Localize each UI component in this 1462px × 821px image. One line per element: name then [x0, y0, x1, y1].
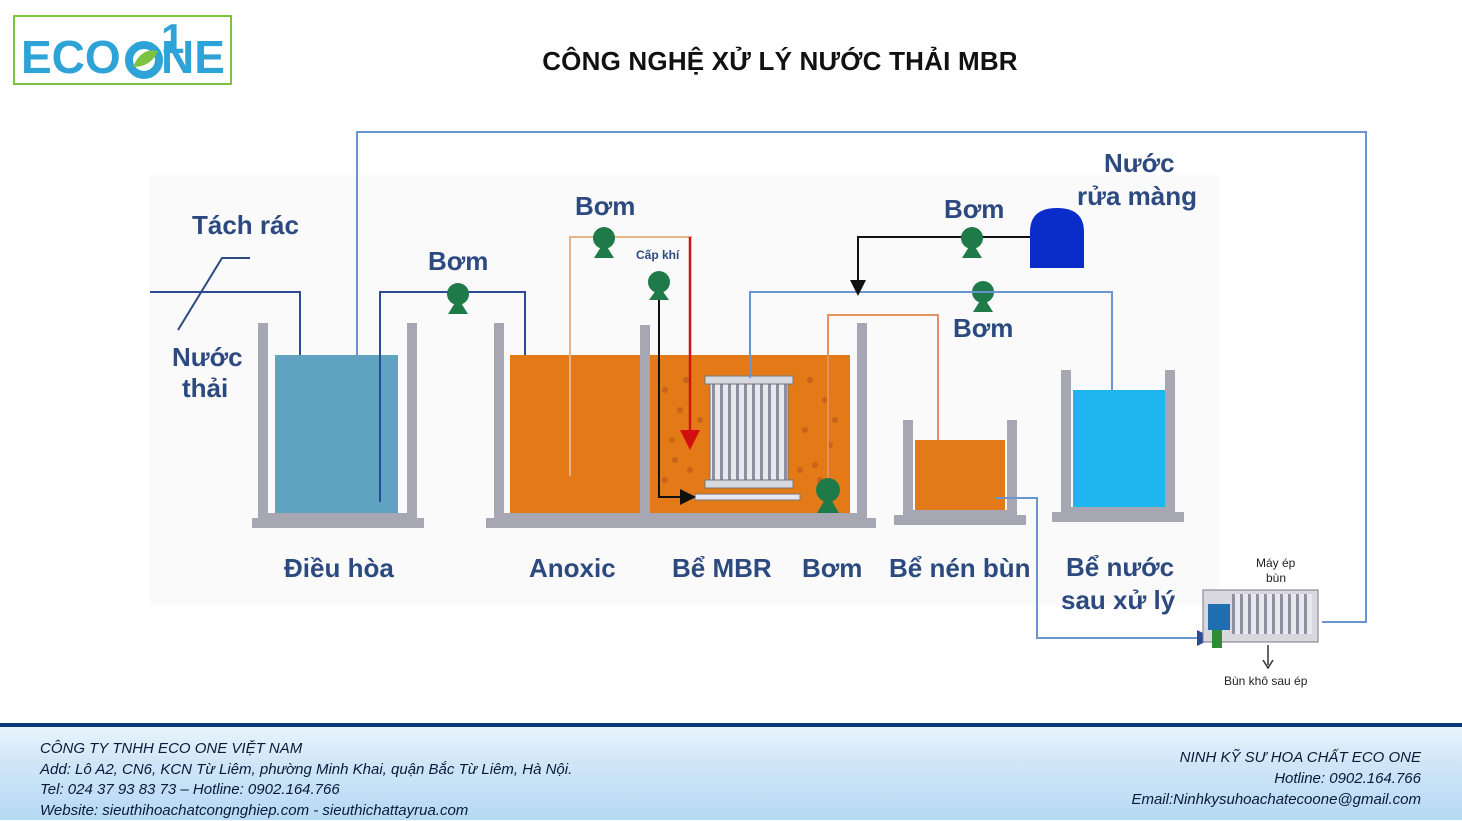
- membrane-module: [695, 376, 800, 500]
- label-pump-1: Bơm: [428, 246, 488, 276]
- footer-address: Add: Lô A2, CN6, KCN Từ Liêm, phường Min…: [40, 760, 572, 781]
- footer-phones: Tel: 024 37 93 83 73 – Hotline: 0902.164…: [40, 780, 572, 801]
- label-tank-equalization: Điều hòa: [284, 553, 394, 583]
- label-press-2: bùn: [1266, 571, 1286, 585]
- footer: CÔNG TY TNHH ECO ONE VIỆT NAM Add: Lô A2…: [0, 723, 1462, 820]
- footer-company: CÔNG TY TNHH ECO ONE VIỆT NAM: [40, 739, 572, 760]
- footer-company-info: CÔNG TY TNHH ECO ONE VIỆT NAM Add: Lô A2…: [40, 739, 572, 821]
- filter-press-icon: [1203, 590, 1318, 668]
- label-pump-3: Bơm: [944, 194, 1004, 224]
- label-pump-2: Bơm: [575, 191, 635, 221]
- label-wash-water-1: Nước: [1104, 148, 1175, 178]
- label-wastewater-1: Nước: [172, 342, 243, 372]
- label-tank-anoxic: Anoxic: [529, 553, 616, 583]
- label-tank-mbr: Bể MBR: [672, 553, 772, 583]
- label-tank-treated-2: sau xử lý: [1061, 585, 1176, 615]
- mbr-process-diagram: Tách rác Nước thải Bơm Bơm Cấp khí Bơm: [0, 0, 1462, 720]
- label-dry-sludge: Bùn khô sau ép: [1224, 674, 1308, 688]
- footer-website[interactable]: Website: sieuthihoachatcongnghiep.com - …: [40, 801, 572, 821]
- label-wastewater-2: thải: [182, 373, 228, 403]
- label-screen: Tách rác: [192, 210, 299, 240]
- wash-water-tank: [1030, 208, 1084, 268]
- label-pump-4: Bơm: [953, 313, 1013, 343]
- label-aeration: Cấp khí: [636, 248, 680, 262]
- label-tank-treated-1: Bể nước: [1066, 552, 1174, 582]
- label-tank-sludge: Bể nén bùn: [889, 553, 1031, 583]
- label-wash-water-2: rửa màng: [1077, 181, 1197, 211]
- footer-email[interactable]: Email:Ninhkysuhoachatecoone@gmail.com: [1131, 789, 1421, 810]
- footer-hotline: Hotline: 0902.164.766: [1131, 768, 1421, 789]
- label-pump-bottom: Bơm: [802, 553, 862, 583]
- label-press-1: Máy ép: [1256, 556, 1296, 570]
- footer-contact-name: NINH KỸ SƯ HOA CHẤT ECO ONE: [1131, 747, 1421, 768]
- footer-contact: NINH KỸ SƯ HOA CHẤT ECO ONE Hotline: 090…: [1131, 747, 1421, 810]
